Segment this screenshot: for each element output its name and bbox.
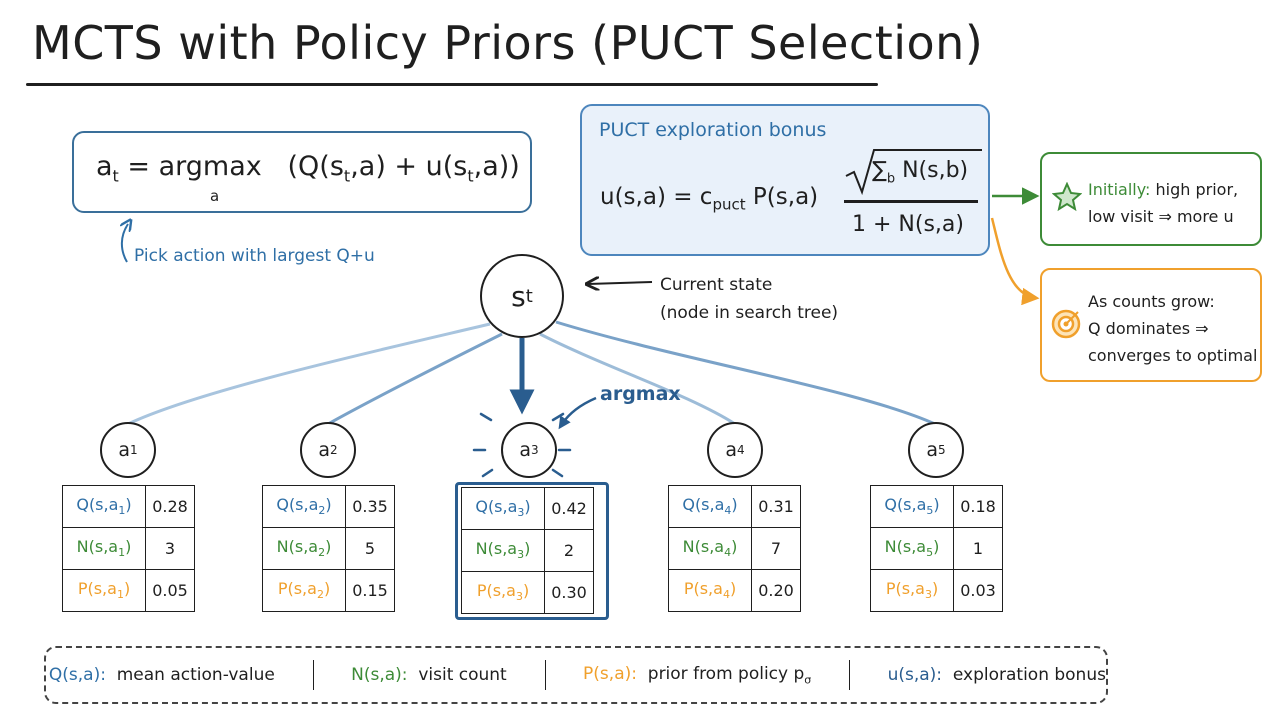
edge-a5	[555, 320, 936, 426]
n-value: 3	[145, 527, 195, 570]
q-value: 0.18	[953, 485, 1003, 528]
action-table-a1: Q(s,a1)0.28 N(s,a1)3 P(s,a1)0.05	[62, 485, 195, 612]
table-row-n: N(s,a1)3	[62, 527, 195, 570]
pick-note-arrow	[122, 224, 128, 263]
p-value: 0.30	[544, 571, 594, 614]
p-value: 0.03	[953, 569, 1003, 612]
edge-a4	[539, 332, 736, 426]
target-icon	[1051, 309, 1081, 339]
action-table-a3: Q(s,a3)0.42 N(s,a3)2 P(s,a3)0.30	[461, 487, 594, 614]
n-value: 5	[345, 527, 395, 570]
q-value: 0.31	[751, 485, 801, 528]
p-value: 0.20	[751, 569, 801, 612]
table-row-q: Q(s,a3)0.42	[461, 487, 594, 530]
puct-denominator: 1 + N(s,a)	[852, 212, 964, 237]
counts-note: As counts grow: Q dominates ⇒ converges …	[1040, 268, 1262, 382]
selection-formula: at = argmax (Q(st,a) + u(st,a))	[96, 151, 520, 186]
q-value: 0.28	[145, 485, 195, 528]
q-value: 0.35	[345, 485, 395, 528]
sqrt-sign	[845, 149, 982, 196]
pick-action-note: Pick action with largest Q+u	[134, 246, 375, 266]
argmax-subscript: a	[210, 187, 220, 205]
n-value: 2	[544, 529, 594, 572]
puct-to-counts-arrow	[990, 217, 1040, 306]
n-value: 1	[953, 527, 1003, 570]
state-note-arrow	[588, 282, 653, 284]
puct-title: PUCT exploration bonus	[599, 119, 827, 141]
legend-q: Q(s,a): mean action-value	[48, 665, 275, 685]
highlight-rays	[472, 412, 572, 478]
table-row-q: Q(s,a1)0.28	[62, 485, 195, 528]
initially-note: Initially: high prior, low visit ⇒ more …	[1040, 152, 1262, 246]
selection-formula-box: at = argmax (Q(st,a) + u(st,a)) a	[72, 131, 532, 213]
page-title: MCTS with Policy Priors (PUCT Selection)	[32, 16, 984, 70]
fraction-bar	[844, 200, 978, 203]
action-table-a2: Q(s,a2)0.35 N(s,a2)5 P(s,a2)0.15	[262, 485, 395, 612]
table-row-n: N(s,a4)7	[668, 527, 801, 570]
table-row-p: P(s,a3)0.30	[461, 571, 594, 614]
argmax-arrow	[558, 396, 597, 430]
edge-a1	[127, 322, 491, 426]
puct-lhs: u(s,a) = cpuct P(s,a)	[600, 184, 819, 214]
table-row-q: Q(s,a5)0.18	[870, 485, 1003, 528]
table-row-n: N(s,a5)1	[870, 527, 1003, 570]
action-table-a4: Q(s,a4)0.31 N(s,a4)7 P(s,a4)0.20	[668, 485, 801, 612]
puct-box: PUCT exploration bonus u(s,a) = cpuct P(…	[580, 104, 990, 256]
n-value: 7	[751, 527, 801, 570]
p-value: 0.15	[345, 569, 395, 612]
legend: Q(s,a): mean action-value N(s,a): visit …	[44, 646, 1108, 704]
title-underline	[26, 83, 878, 86]
legend-n: N(s,a): visit count	[351, 665, 507, 685]
legend-u: u(s,a): exploration bonus	[887, 665, 1106, 685]
table-row-p: P(s,a2)0.15	[262, 569, 395, 612]
table-row-q: Q(s,a4)0.31	[668, 485, 801, 528]
action-table-a5: Q(s,a5)0.18 N(s,a5)1 P(s,a3)0.03	[870, 485, 1003, 612]
table-row-n: N(s,a2)5	[262, 527, 395, 570]
table-row-p: P(s,a4)0.20	[668, 569, 801, 612]
initially-label: Initially:	[1088, 180, 1151, 199]
q-value: 0.42	[544, 487, 594, 530]
current-state-note: Current state (node in search tree)	[660, 275, 839, 323]
argmax-label: argmax	[600, 383, 681, 405]
table-row-p: P(s,a3)0.03	[870, 569, 1003, 612]
legend-p: P(s,a): prior from policy pσ	[583, 663, 812, 687]
table-row-q: Q(s,a2)0.35	[262, 485, 395, 528]
p-value: 0.05	[145, 569, 195, 612]
table-row-n: N(s,a3)2	[461, 529, 594, 572]
star-icon	[1052, 182, 1082, 212]
table-row-p: P(s,a1)0.05	[62, 569, 195, 612]
edge-a2	[327, 332, 503, 426]
puct-numerator: ∑b N(s,b)	[872, 158, 969, 187]
